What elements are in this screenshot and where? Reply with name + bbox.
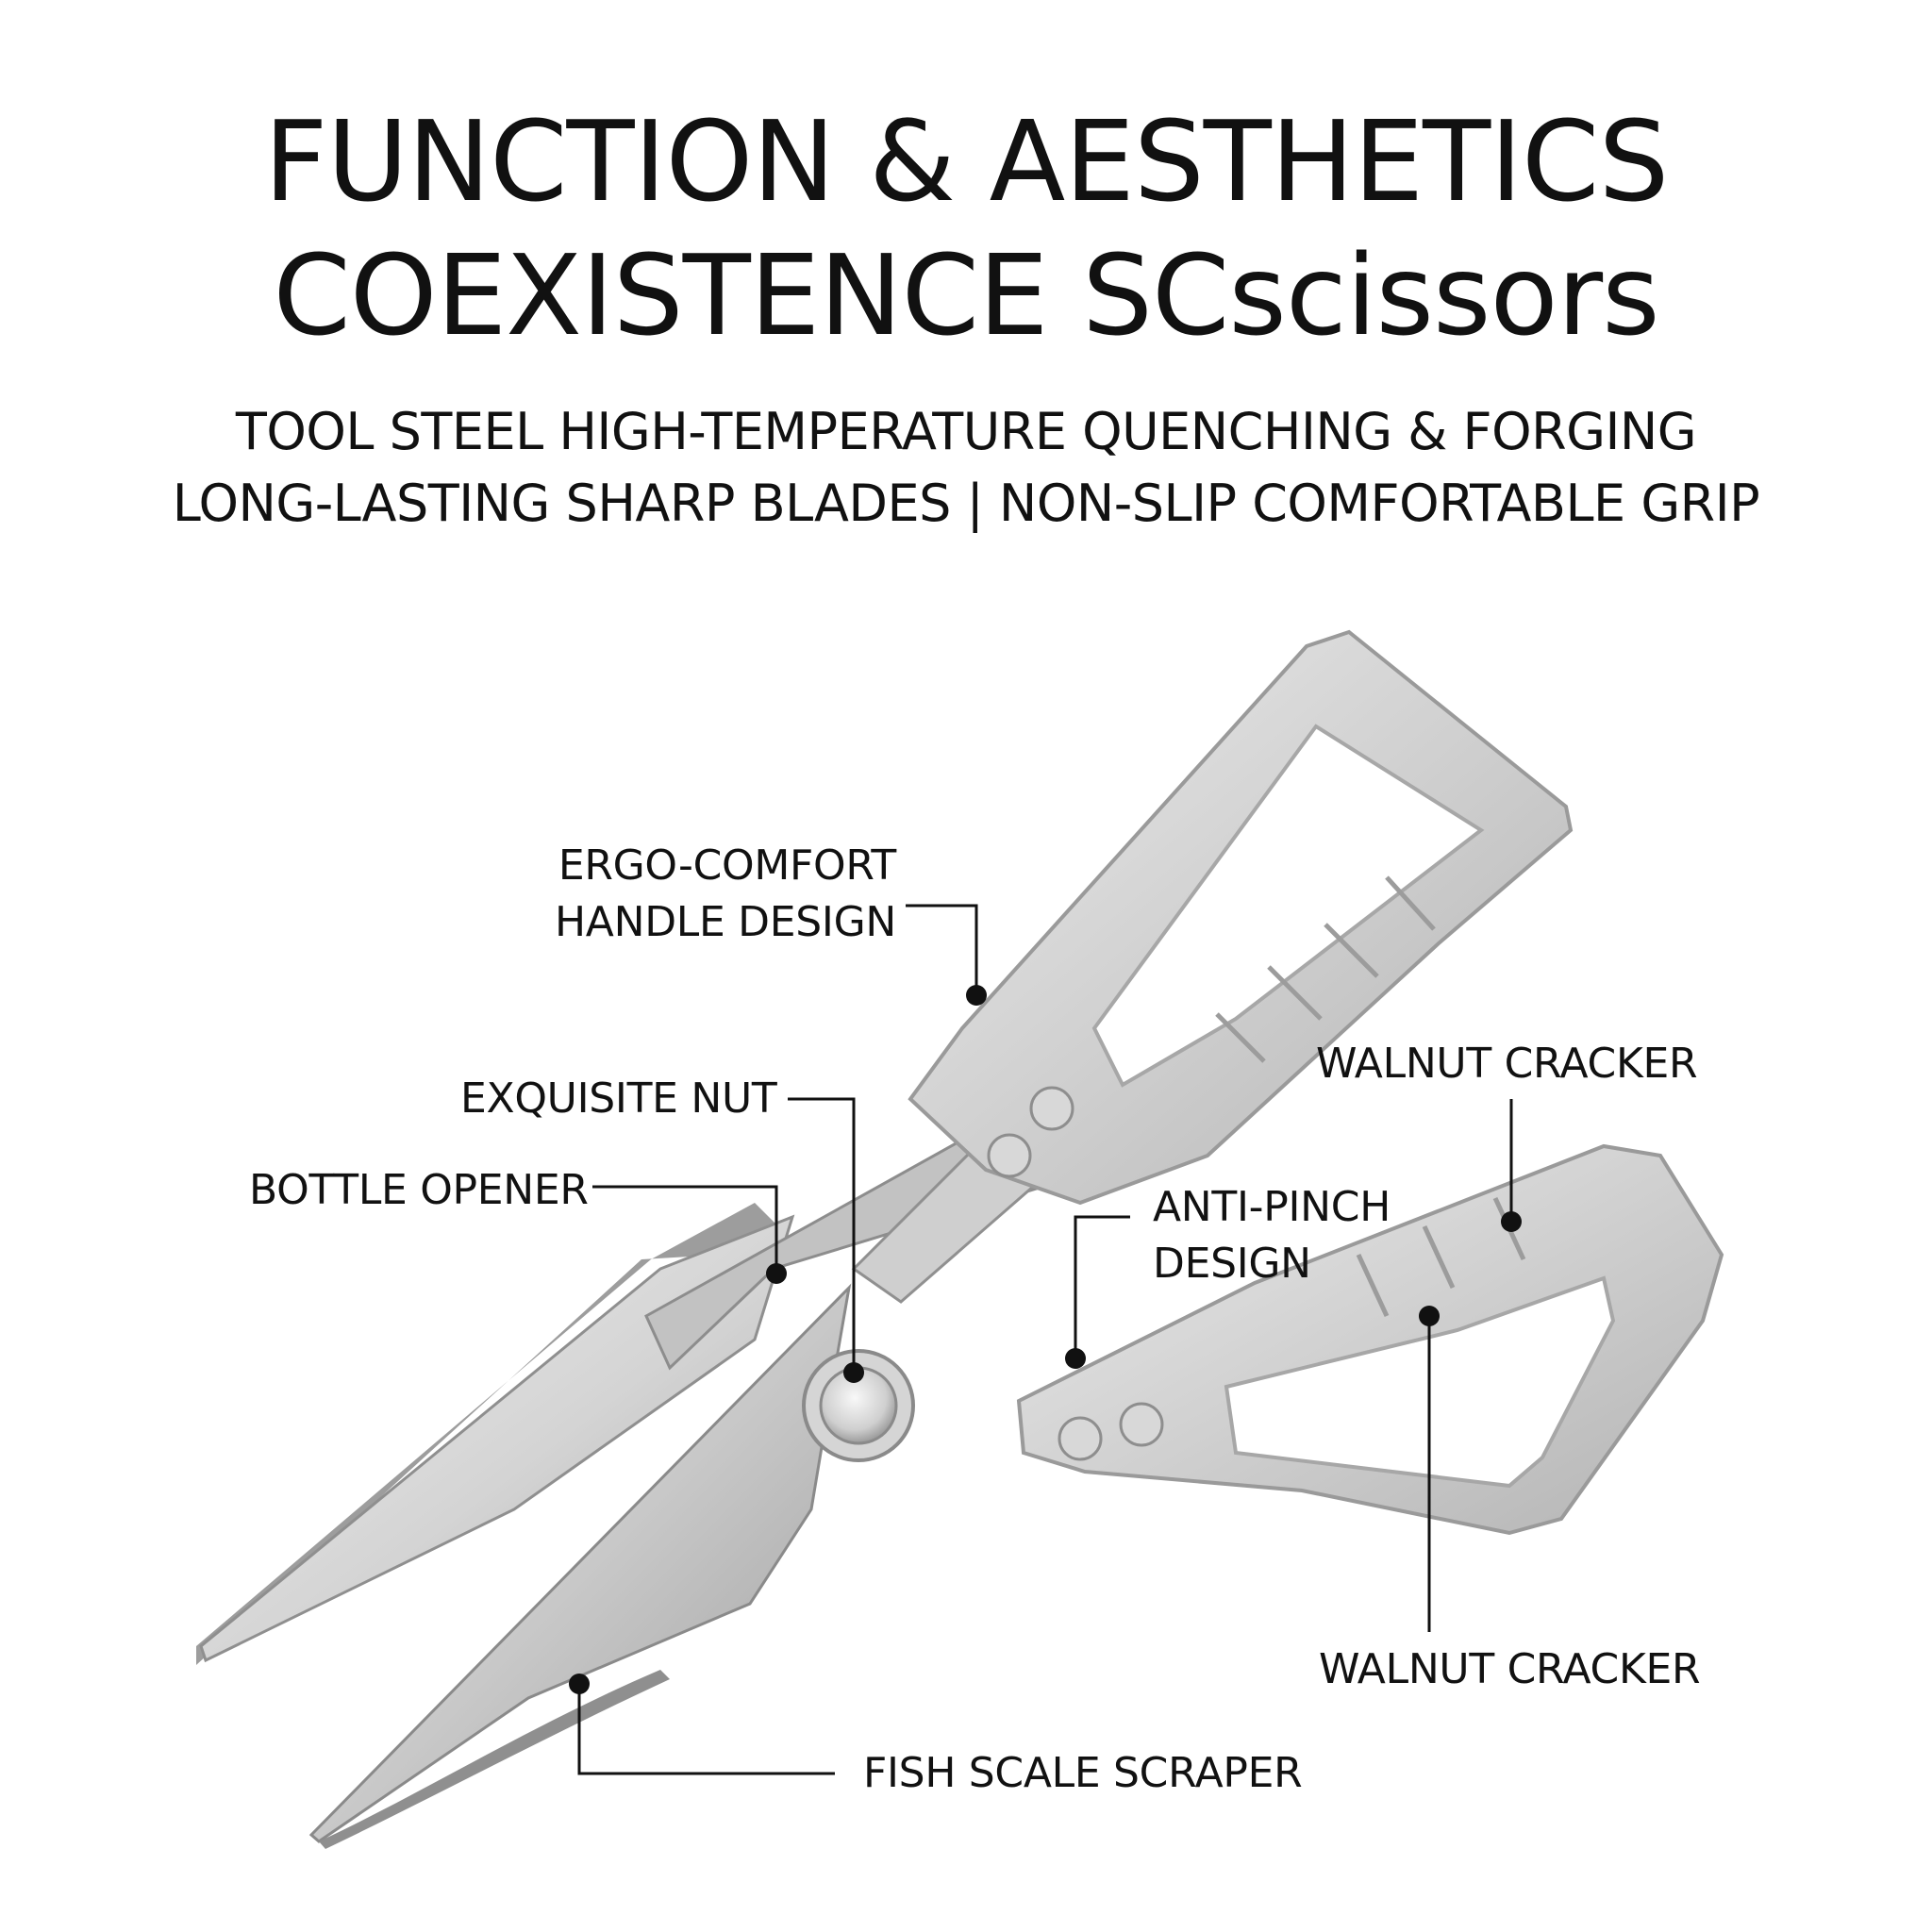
callout-ergo-comfort: ERGO-COMFORT HANDLE DESIGN: [555, 838, 896, 951]
callout-walnut-cracker-top: WALNUT CRACKER: [1316, 1036, 1698, 1092]
callout-walnut-bottom-label: WALNUT CRACKER: [1319, 1645, 1701, 1693]
callout-exquisite-nut: EXQUISITE NUT: [460, 1071, 777, 1127]
callout-walnut-top-label: WALNUT CRACKER: [1316, 1040, 1698, 1088]
dot-ergo: [966, 985, 987, 1006]
callout-dots: [569, 985, 1522, 1694]
dot-exquisite-nut: [843, 1362, 864, 1383]
callout-anti-pinch-line-1: ANTI-PINCH: [1153, 1183, 1391, 1231]
headline-line-1: FUNCTION & AESTHETICS: [263, 96, 1670, 226]
subheadline-line-2: LONG-LASTING SHARP BLADES | NON-SLIP COM…: [172, 474, 1760, 533]
subheadline: TOOL STEEL HIGH-TEMPERATURE QUENCHING & …: [0, 396, 1932, 540]
upper-handle: [908, 629, 1574, 1206]
callout-fish-scale-scraper: FISH SCALE SCRAPER: [863, 1745, 1303, 1802]
leader-fish-scale: [577, 1684, 835, 1775]
dot-anti-pinch: [1065, 1348, 1086, 1369]
leader-bottle-opener: [592, 1185, 778, 1274]
dot-walnut-top: [1501, 1211, 1522, 1232]
callout-anti-pinch-line-2: DESIGN: [1153, 1240, 1311, 1288]
callout-exquisite-nut-label: EXQUISITE NUT: [460, 1074, 777, 1123]
callout-ergo-line-2: HANDLE DESIGN: [555, 898, 896, 946]
callout-ergo-line-1: ERGO-COMFORT: [558, 841, 896, 890]
leader-anti-pinch: [1074, 1215, 1130, 1358]
headline-line-2: COEXISTENCE SCscissors: [273, 230, 1659, 360]
dot-walnut-bottom: [1419, 1306, 1440, 1326]
callout-anti-pinch: ANTI-PINCH DESIGN: [1153, 1179, 1391, 1292]
callout-fish-scale-label: FISH SCALE SCRAPER: [863, 1749, 1303, 1797]
callout-bottle-opener: BOTTLE OPENER: [249, 1162, 589, 1219]
upper-blade: [196, 1203, 802, 1665]
leader-exquisite-nut: [788, 1097, 856, 1373]
callout-leader-lines: [577, 904, 1513, 1775]
callout-walnut-cracker-bottom: WALNUT CRACKER: [1319, 1641, 1701, 1698]
headline: FUNCTION & AESTHETICS COEXISTENCE SCscis…: [0, 94, 1932, 362]
dot-fish-scale: [569, 1674, 590, 1694]
subheadline-line-1: TOOL STEEL HIGH-TEMPERATURE QUENCHING & …: [235, 402, 1697, 461]
dot-bottle-opener: [766, 1263, 787, 1284]
leader-ergo: [906, 904, 978, 995]
lower-handle: [1016, 1143, 1724, 1536]
callout-bottle-opener-label: BOTTLE OPENER: [249, 1166, 589, 1214]
pivot-nut: [802, 1349, 915, 1462]
